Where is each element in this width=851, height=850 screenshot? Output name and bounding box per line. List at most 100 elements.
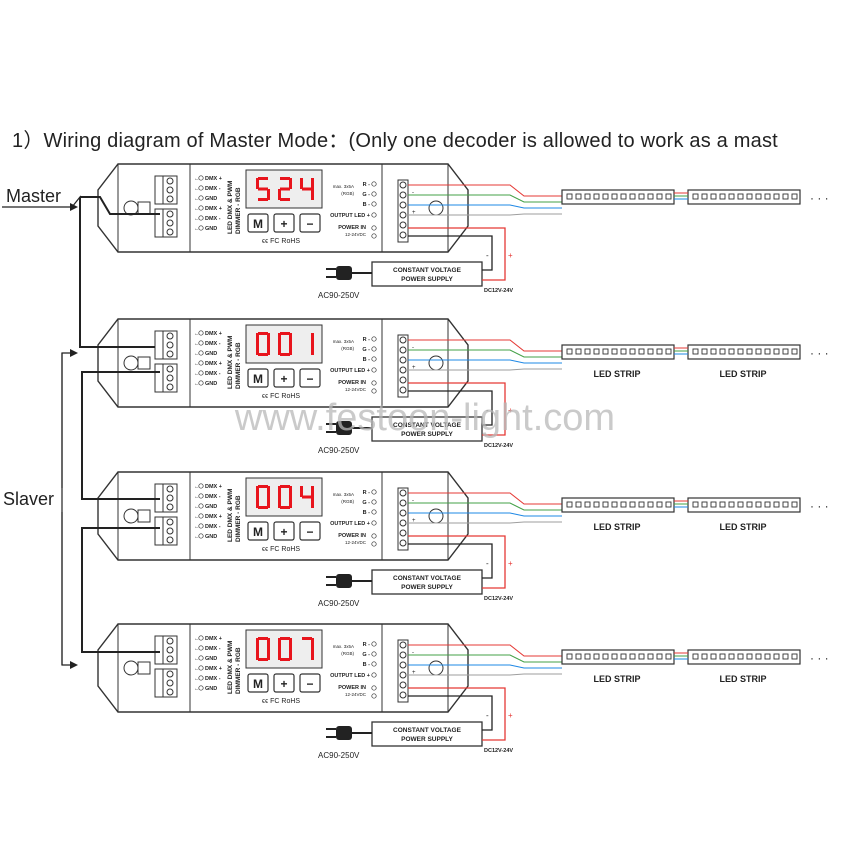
display-segment [278, 344, 281, 355]
button-1 [273, 368, 295, 388]
button-0 [247, 213, 269, 233]
output-led-label: OUTPUT LED + [330, 213, 370, 219]
terminal-plus-mark: + [412, 670, 416, 676]
display-segment [280, 485, 290, 488]
terminal-arrow: ← [194, 216, 200, 222]
terminal-screw [399, 681, 407, 689]
terminal-arrow: ← [194, 686, 200, 692]
led-chip [602, 653, 609, 660]
terminal-label-left: DMX + [205, 666, 222, 672]
display-segment [302, 187, 312, 191]
led-chip [692, 653, 699, 660]
output-dot [371, 520, 377, 526]
decoder-title-line1: LED DMX & PWM [227, 181, 234, 234]
dc-voltage-label: DC12V-24V [484, 443, 513, 449]
terminal-screw [399, 691, 407, 699]
certification-marks: ϵϵ FC RoHS [262, 238, 300, 245]
button-label: − [306, 677, 313, 691]
terminal-dot [198, 380, 204, 386]
led-chip [593, 653, 600, 660]
max-current-line1: max. 3x5A [333, 644, 354, 649]
certification-marks: ϵϵ FC RoHS [262, 393, 300, 400]
led-chip [665, 348, 672, 355]
terminal-screw [166, 670, 174, 678]
led-chip [755, 653, 762, 660]
terminal-dot [198, 225, 204, 231]
terminal-dot [198, 533, 204, 539]
output-terminal-block [397, 334, 409, 398]
terminal-arrow: ← [194, 176, 200, 182]
terminal-label-left: GND [205, 686, 217, 692]
rgb-wire [408, 521, 562, 524]
terminal-dot [198, 493, 204, 499]
output-label: G - [362, 500, 370, 506]
output-led-label: OUTPUT LED + [330, 673, 370, 679]
led-chip [575, 348, 582, 355]
button-0 [247, 673, 269, 693]
terminal-label-left: GND [205, 196, 217, 202]
display-segment [258, 332, 268, 335]
output-dot [371, 509, 377, 515]
terminal-label-left: DMX - [205, 676, 221, 682]
decoder-title-line2: DIMMER - RGB [235, 342, 242, 389]
terminal-screw [166, 527, 174, 535]
rgb-wire [408, 204, 562, 209]
led-chip [647, 653, 654, 660]
display-segment [267, 497, 270, 508]
button-label: + [280, 677, 287, 691]
display-segment [289, 178, 292, 189]
terminal-screw [399, 191, 407, 199]
terminal-screw [166, 186, 174, 194]
led-chip [629, 653, 636, 660]
led-chip [665, 193, 672, 200]
rgb-wire [408, 194, 562, 203]
button-2 [299, 368, 321, 388]
watermark-text: www.festoon-light.com [234, 397, 615, 439]
led-chip [593, 348, 600, 355]
led-chip [791, 501, 798, 508]
display-segment [267, 486, 270, 497]
terminal-label-left: DMX + [205, 361, 222, 367]
display-segment [300, 486, 303, 497]
plug-body [336, 266, 352, 280]
display-segment [302, 495, 312, 499]
output-label: B - [363, 202, 371, 208]
terminal-arrow: ← [194, 504, 200, 510]
terminal-screw [399, 539, 407, 547]
led-strip-2 [687, 344, 801, 360]
led-chip [656, 501, 663, 508]
terminal-label-left: DMX - [205, 494, 221, 500]
led-chip [701, 193, 708, 200]
display-segment [278, 638, 281, 649]
button-label: M [253, 525, 263, 539]
rgb-wire [408, 673, 562, 676]
terminal-dot [198, 513, 204, 519]
terminal-dot [198, 665, 204, 671]
terminal-screw [166, 688, 174, 696]
led-strip-2 [687, 189, 801, 205]
master-label: Master [6, 186, 62, 206]
button-2 [299, 521, 321, 541]
led-chip [701, 501, 708, 508]
dc-plus-mark: + [508, 406, 513, 415]
output-dot [371, 336, 377, 342]
output-dot [371, 661, 377, 667]
bus-master-to-slave1 [79, 197, 155, 348]
terminal-minus-mark: - [412, 650, 414, 656]
terminal-screw [399, 201, 407, 209]
terminal-dot [198, 523, 204, 529]
display-segment [278, 333, 281, 344]
output-label: G - [362, 652, 370, 658]
display-segment [256, 497, 259, 508]
power-dot [371, 693, 377, 699]
max-current-line2: (RGB) [341, 499, 354, 504]
master-input-line [2, 195, 81, 208]
display-segment [280, 198, 290, 201]
led-strip-2 [687, 497, 801, 513]
terminal-arrow: ← [194, 186, 200, 192]
led-chip [620, 193, 627, 200]
led-display: 524 [245, 169, 323, 209]
